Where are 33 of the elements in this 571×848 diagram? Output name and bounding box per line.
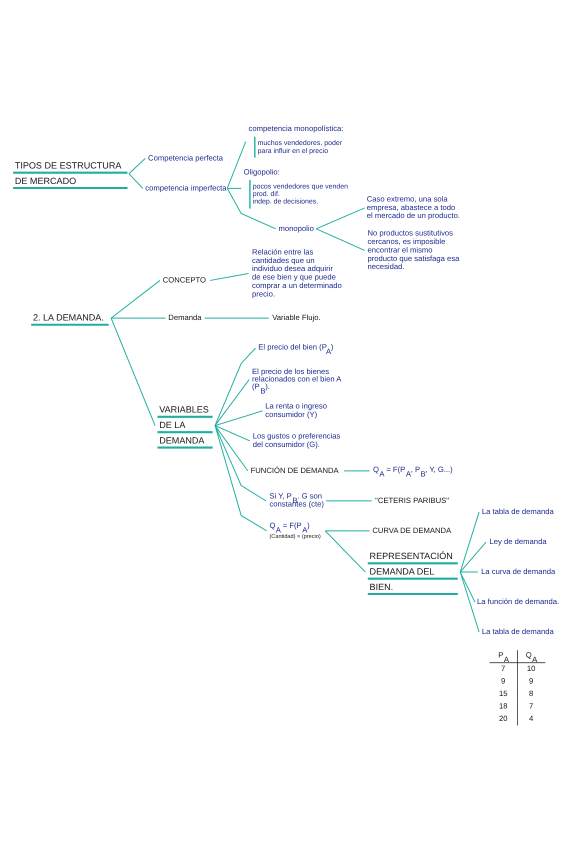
- node-text: La tabla de demanda: [482, 626, 554, 636]
- label: 18: [498, 701, 508, 710]
- label: 4: [528, 714, 534, 723]
- node-text: Demanda: [168, 312, 202, 322]
- node-text: TIPOS DE ESTRUCTURA DE MERCADO: [14, 160, 122, 186]
- label: 20: [498, 714, 508, 723]
- node-text: "CETERIS PARIBUS": [375, 495, 449, 504]
- label: 15: [498, 688, 508, 698]
- node-text: No productos sustitutivos cercanos, es imposible encontrar el mismo producto que satisfaga esa necesidad.: [367, 228, 460, 271]
- label: 9: [501, 676, 506, 686]
- node-text: monopolio: [278, 223, 314, 232]
- node-text: Competencia perfecta: [148, 152, 223, 162]
- label: 10: [526, 663, 536, 672]
- node-text: Ley de demanda: [490, 536, 547, 546]
- node-text: Caso extremo, una sola empresa, abastece a todo el mercado de un producto.: [366, 194, 460, 220]
- node-text: CURVA DE DEMANDA: [372, 525, 452, 534]
- node-text: FUNCIÓN DE DEMANDA: [250, 465, 339, 474]
- node-text: 2. LA DEMANDA.: [32, 312, 104, 322]
- label: 7: [501, 663, 506, 672]
- label: 9: [528, 676, 534, 686]
- node-text: VARIABLES DE LA DEMANDA: [159, 404, 209, 445]
- node-text: Los gustos o preferencias del consumidor (G).: [252, 431, 340, 449]
- node-text: competencia imperfecta: [145, 182, 227, 192]
- node-text: La renta o ingreso consumidor (Y): [265, 401, 327, 419]
- node-text: La tabla de demanda: [482, 506, 554, 516]
- node-text: Relación entre las cantidades que un individuo desea adquirir de ese bien y que puede comprar a un determinado precio.: [252, 246, 342, 298]
- node-text: La función de demanda.: [476, 596, 560, 606]
- node-text: CONCEPTO: [162, 274, 206, 284]
- node-text: REPRESENTACIÓN DEMANDA DEL BIEN.: [370, 550, 453, 592]
- label: 8: [528, 688, 534, 698]
- label: 7: [528, 701, 534, 710]
- node-text: Variable Flujo.: [272, 312, 321, 322]
- node-text: La curva de demanda: [481, 566, 556, 576]
